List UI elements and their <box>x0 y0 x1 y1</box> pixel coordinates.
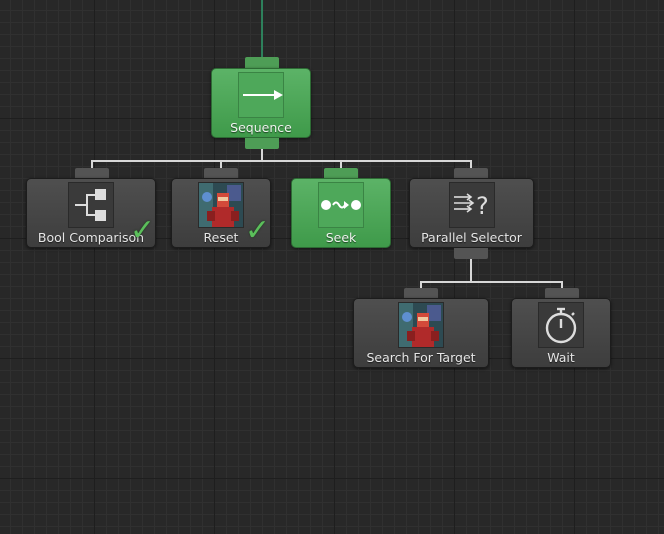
sequence-output-port[interactable] <box>245 138 279 149</box>
node-search-for-target[interactable]: Search For Target <box>353 298 489 368</box>
node-parallel-selector[interactable]: ? Parallel Selector <box>409 178 534 248</box>
node-label: Parallel Selector <box>421 230 522 245</box>
branch-icon <box>68 182 114 228</box>
parallel-selector-icon: ? <box>448 182 495 228</box>
node-label: Search For Target <box>366 350 476 365</box>
wait-input-port[interactable] <box>545 288 579 299</box>
success-check-icon: ✓ <box>129 213 155 248</box>
node-sequence[interactable]: Sequence <box>211 68 311 138</box>
sequence-input-port[interactable] <box>245 57 279 68</box>
sequence-arrow-icon <box>238 72 284 118</box>
svg-text:?: ? <box>476 192 489 220</box>
search-for-target-input-port[interactable] <box>404 288 438 299</box>
node-bool-comparison[interactable]: Bool Comparison ✓ <box>26 178 156 248</box>
node-reset[interactable]: Reset ✓ <box>171 178 271 248</box>
character-portrait-icon <box>398 302 444 348</box>
parallel-selector-input-port[interactable] <box>454 168 488 179</box>
node-label: Reset <box>203 230 239 245</box>
node-label: Seek <box>325 230 357 245</box>
seek-input-port[interactable] <box>324 168 358 179</box>
character-portrait-icon <box>198 182 244 228</box>
node-label: Sequence <box>230 120 292 135</box>
node-label: Wait <box>547 350 575 365</box>
node-label: Bool Comparison <box>37 230 145 245</box>
stopwatch-icon <box>538 302 584 348</box>
node-seek[interactable]: Seek <box>291 178 391 248</box>
seek-path-icon <box>318 182 364 228</box>
success-check-icon: ✓ <box>244 213 270 248</box>
reset-input-port[interactable] <box>204 168 238 179</box>
bool-comparison-input-port[interactable] <box>75 168 109 179</box>
node-wait[interactable]: Wait <box>511 298 611 368</box>
parallel-selector-output-port[interactable] <box>454 248 488 259</box>
